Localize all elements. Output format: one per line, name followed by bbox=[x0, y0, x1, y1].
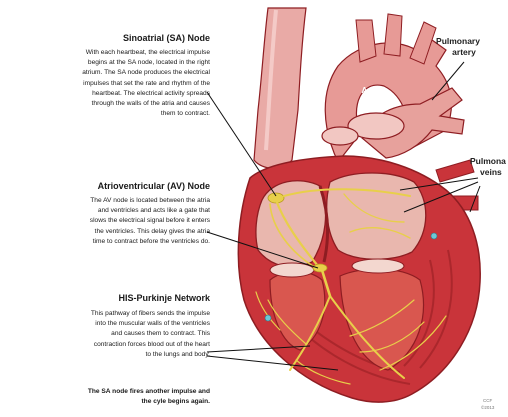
coronary-vessel bbox=[265, 315, 271, 321]
credit-mark: ©2013 bbox=[481, 404, 495, 410]
aorta-branch bbox=[356, 20, 376, 62]
pulmonary-veins-label: Pulmona bbox=[470, 156, 506, 166]
mitral-valve bbox=[352, 259, 404, 273]
superior-vena-cava bbox=[254, 8, 306, 168]
tricuspid-valve bbox=[270, 263, 314, 277]
coronary-vessel bbox=[431, 233, 437, 239]
left-atrium-chamber bbox=[327, 173, 426, 259]
aorta-label: Aorta bbox=[362, 86, 383, 95]
pulmonary-vein bbox=[436, 160, 474, 182]
aorta-branch bbox=[384, 14, 402, 56]
credit-mark: CCF bbox=[483, 398, 492, 403]
pulmonary-valve-ring bbox=[322, 127, 358, 145]
av-node bbox=[313, 264, 327, 272]
pulmonary-artery-label: Pulmonary bbox=[436, 36, 480, 46]
pulmonary-veins-label: veins bbox=[480, 167, 502, 177]
pulmonary-artery-label: artery bbox=[452, 47, 476, 57]
